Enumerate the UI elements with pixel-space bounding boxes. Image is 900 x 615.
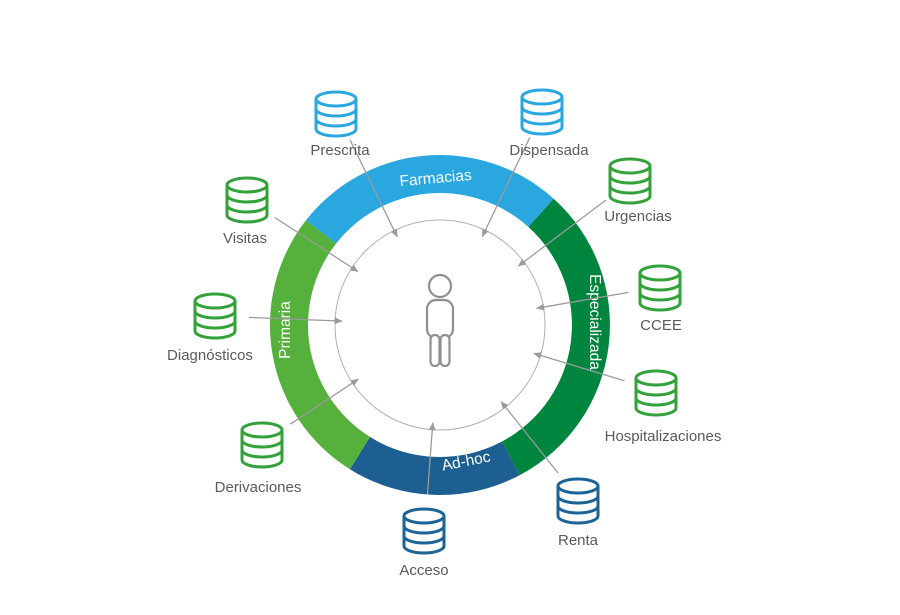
source-label: Diagnósticos — [167, 347, 253, 364]
database-icon — [402, 507, 446, 555]
arrow-visitas — [274, 216, 359, 273]
arrow-acceso — [426, 422, 436, 495]
source-acceso: Acceso — [399, 507, 449, 579]
source-label: Prescrita — [310, 142, 370, 159]
source-label: Dispensada — [509, 142, 589, 159]
source-label: Visitas — [223, 230, 267, 247]
person-torso — [425, 298, 455, 340]
source-dispensada: Dispensada — [509, 88, 589, 159]
ring-label-primaria: Primaria — [277, 301, 294, 359]
database-icon — [314, 90, 358, 138]
source-derivaciones: Derivaciones — [215, 421, 302, 496]
arrow-derivaciones — [289, 378, 359, 425]
source-renta: Renta — [556, 477, 600, 549]
database-icon — [225, 176, 269, 224]
source-label: Acceso — [399, 562, 448, 579]
ring-segment-especializada — [502, 198, 610, 476]
database-icon — [193, 292, 237, 340]
database-icon — [556, 477, 600, 525]
arrow-diagnosticos — [248, 316, 343, 325]
person-head — [427, 273, 453, 299]
arrow-dispensada — [481, 137, 531, 238]
database-icon — [608, 157, 652, 205]
source-label: Hospitalizaciones — [605, 428, 722, 445]
arrow-renta — [500, 401, 559, 474]
person-left-leg — [429, 333, 441, 368]
arrow-urgencias — [517, 199, 607, 267]
source-diagnosticos: Diagnósticos — [167, 292, 253, 364]
source-hospitalizaciones: Hospitalizaciones — [605, 369, 722, 445]
database-icon — [638, 264, 682, 312]
database-icon — [520, 88, 564, 136]
arrow-hospitalizaciones — [533, 352, 625, 382]
ring-label-farmacias: Farmacias — [399, 167, 473, 190]
arrow-prescrita — [349, 139, 398, 238]
person-icon — [425, 273, 455, 368]
ring-segment-adhoc — [349, 436, 520, 496]
database-icon — [240, 421, 284, 469]
source-label: Derivaciones — [215, 479, 302, 496]
source-ccee: CCEE — [638, 264, 682, 334]
ring-segment-primaria — [269, 220, 370, 470]
person-right-leg — [439, 333, 451, 368]
arrow-ccee — [536, 291, 629, 311]
source-prescrita: Prescrita — [310, 90, 370, 159]
source-label: Renta — [558, 532, 599, 549]
source-label: CCEE — [640, 317, 682, 334]
source-urgencias: Urgencias — [604, 157, 672, 225]
arrows — [248, 137, 629, 495]
source-label: Urgencias — [604, 208, 672, 225]
database-icon — [634, 369, 678, 417]
ring-label-especializada: Especializada — [586, 274, 603, 370]
source-visitas: Visitas — [223, 176, 269, 247]
